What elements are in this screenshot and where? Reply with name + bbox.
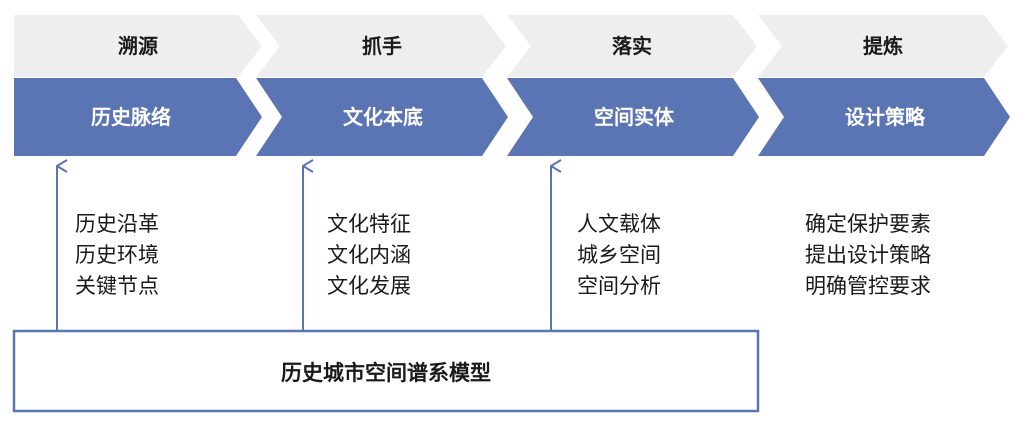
bottom-label-2: 文化本底 — [343, 105, 423, 129]
top-chevron-1 — [14, 15, 262, 77]
list-item: 历史环境 — [75, 243, 159, 267]
bottom-chevron-1 — [14, 78, 262, 156]
bottom-chevron-2 — [256, 78, 508, 156]
top-label-4: 提炼 — [863, 34, 903, 58]
stage-4-list: 确定保护要素 提出设计策略 明确管控要求 — [805, 212, 931, 298]
list-item: 确定保护要素 — [805, 212, 931, 236]
list-item: 文化特征 — [327, 212, 411, 236]
top-label-3: 落实 — [612, 34, 652, 58]
list-item: 提出设计策略 — [805, 243, 931, 267]
list-item: 关键节点 — [75, 274, 159, 298]
bottom-label-1: 历史脉络 — [91, 105, 171, 129]
top-label-2: 抓手 — [362, 34, 402, 58]
top-label-1: 溯源 — [118, 34, 158, 58]
list-item: 历史沿革 — [75, 212, 159, 236]
bottom-chevron-row — [14, 78, 1010, 156]
bottom-label-3: 空间实体 — [594, 105, 675, 129]
bottom-chevron-4 — [758, 78, 1010, 156]
model-label: 历史城市空间谱系模型 — [281, 361, 491, 385]
list-item: 文化发展 — [327, 274, 411, 298]
list-item: 人文载体 — [577, 212, 661, 236]
stage-1-list: 历史沿革 历史环境 关键节点 — [75, 212, 159, 298]
list-item: 明确管控要求 — [805, 274, 931, 298]
bottom-label-4: 设计策略 — [845, 105, 926, 129]
top-chevron-row — [14, 15, 1008, 77]
list-item: 城乡空间 — [577, 243, 661, 267]
top-chevron-2 — [256, 15, 506, 77]
top-chevron-3 — [507, 15, 757, 77]
list-item: 空间分析 — [577, 274, 661, 298]
stage-2-list: 文化特征 文化内涵 文化发展 — [327, 212, 411, 298]
bottom-chevron-3 — [507, 78, 759, 156]
list-item: 文化内涵 — [327, 243, 411, 267]
top-chevron-4 — [758, 15, 1008, 77]
model-box — [12, 329, 760, 413]
stage-3-list: 人文载体 城乡空间 空间分析 — [577, 212, 661, 298]
